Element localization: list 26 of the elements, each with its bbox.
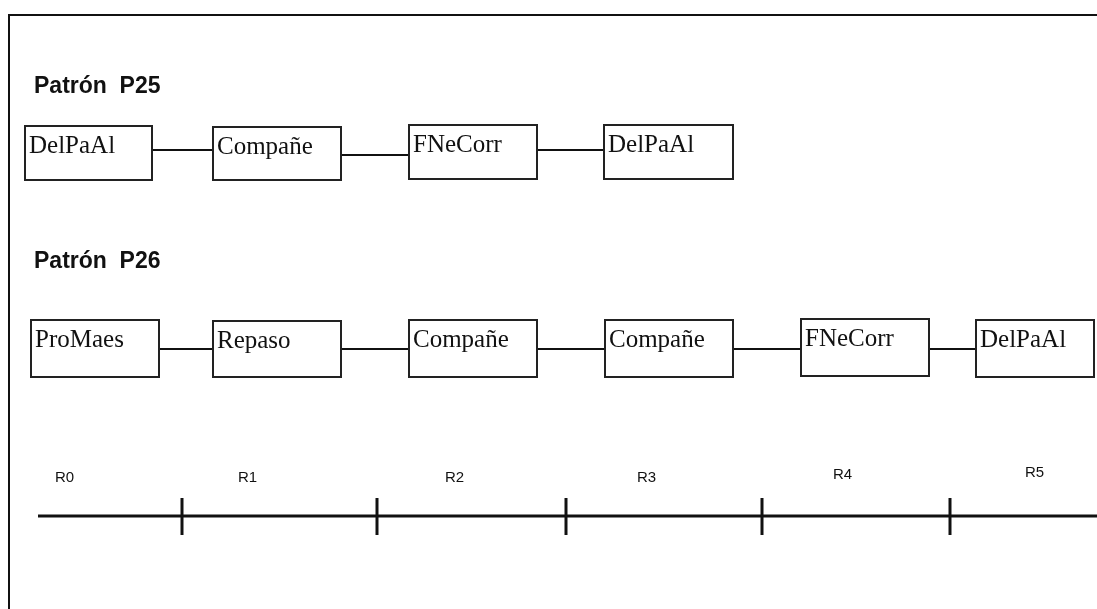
process-box: ProMaes	[30, 319, 160, 378]
process-box: Compañe	[408, 319, 538, 378]
pattern-heading: Patrón P25	[34, 72, 161, 99]
connector-line	[733, 348, 801, 350]
round-label: R2	[445, 468, 465, 485]
pattern-heading: Patrón P26	[34, 247, 161, 274]
process-box: FNeCorr	[408, 124, 538, 180]
connector-line	[929, 348, 976, 350]
connector-line	[159, 348, 213, 350]
process-box: Repaso	[212, 320, 342, 378]
connector-line	[341, 348, 409, 350]
process-box: Compañe	[212, 126, 342, 181]
connector-line	[152, 149, 213, 151]
round-label: R5	[1025, 463, 1045, 480]
process-box: DelPaAl	[975, 319, 1095, 378]
round-label: R4	[833, 465, 853, 482]
connector-line	[341, 154, 409, 156]
process-box: FNeCorr	[800, 318, 930, 377]
process-box: DelPaAl	[603, 124, 734, 180]
round-label: R3	[637, 468, 657, 485]
process-box: Compañe	[604, 319, 734, 378]
process-box: DelPaAl	[24, 125, 153, 181]
round-label: R0	[55, 468, 75, 485]
connector-line	[537, 348, 605, 350]
connector-line	[537, 149, 604, 151]
round-label: R1	[238, 468, 258, 485]
